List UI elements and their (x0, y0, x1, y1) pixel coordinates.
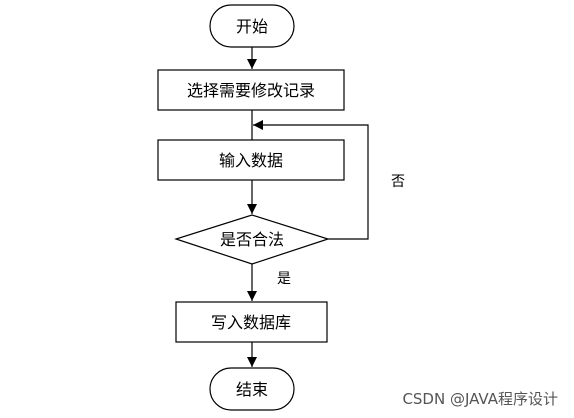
edge-yes-label: 是 (277, 271, 291, 287)
write-db-label: 写入数据库 (211, 313, 291, 332)
end-node: 结束 (209, 367, 295, 411)
decision-label: 是否合法 (220, 230, 284, 249)
input-data-node: 输入数据 (157, 139, 345, 181)
decision-node: 是否合法 (174, 214, 330, 265)
select-record-node: 选择需要修改记录 (157, 69, 345, 111)
write-db-node: 写入数据库 (175, 301, 328, 343)
start-node: 开始 (209, 4, 295, 48)
edge-no-label: 否 (391, 174, 405, 190)
edge-decision-no-loop (253, 120, 369, 240)
start-label: 开始 (236, 17, 268, 36)
select-record-label: 选择需要修改记录 (187, 81, 315, 100)
watermark-text: CSDN @JAVA程序设计 (402, 390, 558, 408)
end-label: 结束 (236, 380, 268, 399)
input-data-label: 输入数据 (219, 151, 283, 170)
